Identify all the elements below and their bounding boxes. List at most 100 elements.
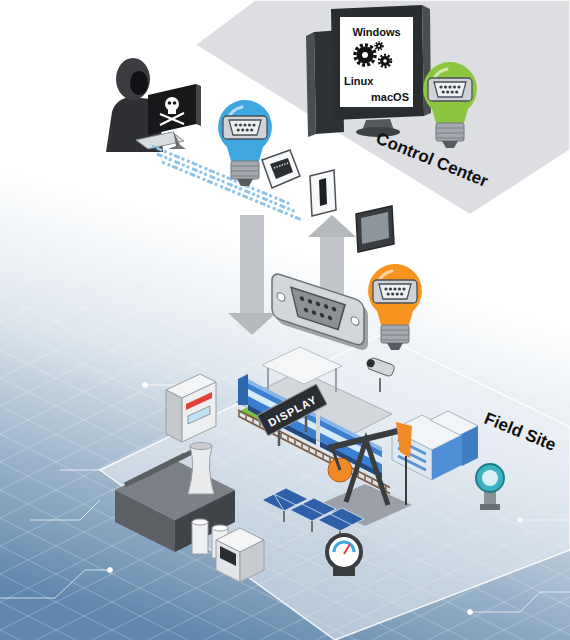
hacker-figure: [173, 101, 177, 105]
field-site-platform-outline: [95, 335, 570, 640]
display-sign: DISPLAY: [256, 384, 327, 437]
circuit-trace: [108, 568, 113, 573]
gear-icon: [379, 55, 391, 67]
usb-slot-icon: [310, 170, 336, 216]
control-center-platform: WindowsLinux macOS Control Center: [195, 0, 570, 215]
serial-port-connector: [332, 306, 336, 312]
pressure-transmitter: [476, 464, 504, 492]
circuit-trace: [30, 500, 100, 520]
ethernet-port-icon: [274, 163, 288, 168]
display-text: DISPLAY: [266, 393, 319, 429]
data-stream: [152, 146, 302, 220]
solar-panel: [330, 514, 352, 525]
camera: [379, 378, 381, 392]
site-label: Control Center: [373, 129, 491, 192]
serial-port-connector: [316, 301, 320, 307]
gear-icon: [380, 56, 390, 66]
circuit-trace: [470, 592, 570, 612]
serial-port-connector: [272, 272, 368, 352]
serial-port-connector: [351, 316, 359, 327]
pump-jack: [405, 456, 407, 505]
ethernet-port-icon: [262, 150, 300, 188]
pump-jack: [333, 450, 340, 470]
ethernet-port-icon: [270, 158, 293, 179]
serial-port-connector: [328, 315, 332, 321]
data-flow-arrow: [228, 215, 276, 335]
serial-port-connector: [272, 272, 364, 347]
serial-port-connector: [291, 287, 345, 332]
os-monitor-screen: WindowsLinux macOS: [340, 17, 413, 107]
factory: [115, 490, 175, 552]
field-site-platform-outline: [100, 335, 570, 640]
serial-port-connector: [300, 296, 336, 322]
hacker-figure: [165, 97, 179, 111]
factory: [192, 519, 208, 525]
solar-panel: [302, 504, 324, 515]
pressure-transmitter: [482, 470, 498, 486]
touch-panel-icon: [356, 206, 394, 252]
field-site-platform: DISPLAY Field Site: [95, 335, 570, 640]
pump-jack: [396, 422, 412, 458]
gear-icon: [376, 43, 382, 49]
computer: [306, 32, 316, 137]
hacker-figure: [106, 58, 201, 152]
factory: [212, 525, 228, 531]
hacker-figure: [148, 84, 196, 135]
serial-port-connector: [300, 296, 304, 302]
usb-slot-icon: [310, 170, 336, 216]
electrical-cabinet: [166, 390, 182, 442]
serial-port-connector: [304, 307, 308, 313]
ethernet-port-icon: [262, 150, 300, 188]
usb-slot-icon: [319, 178, 327, 206]
serial-port-connector: [320, 312, 324, 318]
arrow-head: [228, 313, 276, 335]
control-center-platform-outline: [195, 0, 570, 215]
train-station: [238, 374, 248, 405]
gauge-meter: [327, 535, 361, 569]
touch-panel-icon: [361, 212, 389, 244]
arrow-head: [308, 215, 356, 237]
gear-icon: [383, 59, 387, 63]
circuit-trace: [468, 610, 473, 615]
gauge-meter: [344, 544, 350, 554]
hacker-figure: [168, 101, 172, 105]
kiosk-terminal: [220, 546, 236, 566]
hacker-figure: [130, 71, 148, 95]
computer: [331, 5, 424, 120]
gear-icon: [375, 42, 383, 50]
serial-port-connector: [312, 310, 316, 316]
factory: [190, 443, 212, 450]
hacker-figure: [168, 130, 186, 149]
circuit-trace: [60, 470, 100, 471]
circuit-trace: [143, 383, 148, 388]
gear-icon: [355, 42, 391, 67]
kiosk-terminal: [216, 540, 240, 582]
hacker-figure: [168, 109, 176, 114]
hacker-figure: [196, 84, 201, 126]
gear-icon: [355, 45, 375, 65]
kiosk-terminal: [216, 528, 264, 582]
hacker-figure: [116, 58, 150, 100]
serial-port-connector: [308, 298, 312, 304]
factory: [192, 522, 208, 554]
computer: [340, 17, 413, 107]
background-fill: [0, 240, 570, 640]
pressure-transmitter: [480, 504, 500, 510]
os-label: Windows: [352, 26, 400, 39]
serial-port-connector: [324, 304, 328, 310]
circuit-trace: [0, 570, 110, 598]
os-label: macOS: [371, 91, 409, 104]
hacker-figure: [160, 113, 184, 125]
serial-port-connector: [277, 292, 285, 303]
os-label: Linux: [344, 75, 373, 88]
gauge-meter: [334, 542, 354, 552]
site-label: Field Site: [481, 409, 558, 455]
text-holder: DISPLAY: [264, 389, 320, 430]
electrical-cabinet: [188, 406, 210, 424]
touch-panel-icon: [356, 206, 394, 252]
arrow-shaft: [240, 215, 264, 313]
